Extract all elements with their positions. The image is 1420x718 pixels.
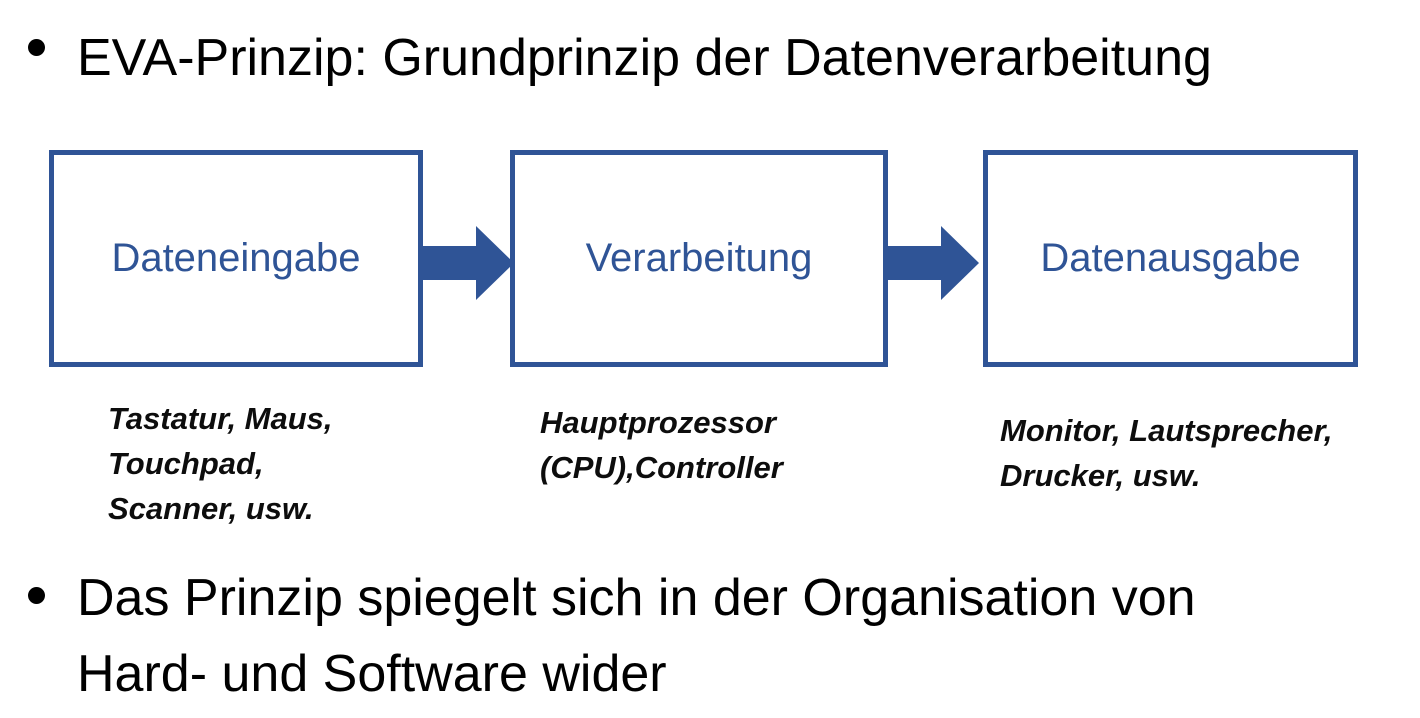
bullet-eva-prinzip: EVA-Prinzip: Grundprinzip der Datenverar… [77,29,1212,87]
caption-line: Drucker, usw. [1000,458,1201,493]
caption-line: Monitor, Lautsprecher, [1000,413,1333,448]
caption-line: Scanner, usw. [108,491,314,526]
bullet-das-prinzip: Das Prinzip spiegelt sich in der Organis… [77,560,1404,712]
caption-line: Hauptprozessor [540,405,776,440]
caption-datenausgabe: Monitor, Lautsprecher, Drucker, usw. [1000,408,1332,498]
box-verarbeitung: Verarbeitung [510,150,888,367]
right-arrow-icon [421,226,514,300]
caption-line: Touchpad, [108,446,264,481]
box-dateneingabe-label: Dateneingabe [111,236,361,280]
bullet-line: Das Prinzip spiegelt sich in der Organis… [77,569,1196,627]
right-arrow-icon [886,226,979,300]
box-datenausgabe-label: Datenausgabe [1040,236,1301,280]
box-verarbeitung-label: Verarbeitung [585,236,813,280]
caption-verarbeitung: Hauptprozessor (CPU),Controller [540,400,783,490]
caption-line: (CPU),Controller [540,450,783,485]
caption-dateneingabe: Tastatur, Maus, Touchpad, Scanner, usw. [108,396,333,531]
bullet-marker [28,39,45,56]
caption-line: Tastatur, Maus, [108,401,333,436]
bullet-marker [28,587,45,604]
box-datenausgabe: Datenausgabe [983,150,1358,367]
box-dateneingabe: Dateneingabe [49,150,423,367]
bullet-line: Hard- und Software wider [77,645,667,703]
